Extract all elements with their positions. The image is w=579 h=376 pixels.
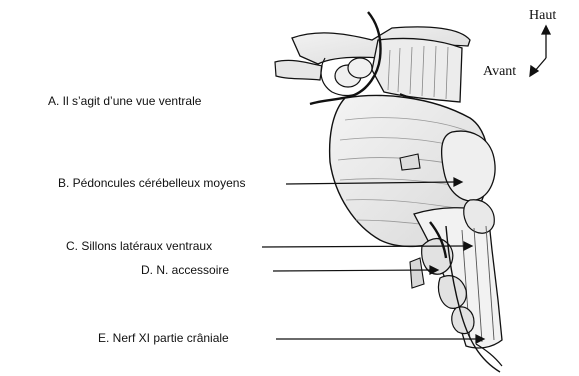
label-c: C. Sillons latéraux ventraux (66, 239, 212, 253)
orientation-up-label: Haut (529, 8, 556, 24)
label-d: D. N. accessoire (141, 263, 229, 277)
label-e: E. Nerf XI partie crâniale (98, 331, 229, 345)
label-a: A. Il s’agit d’une vue ventrale (48, 94, 201, 108)
vestibular-nerve-stub (410, 258, 424, 288)
cerebral-peduncle (372, 38, 462, 102)
leader-d (273, 270, 430, 271)
label-b: B. Pédoncules cérébelleux moyens (58, 176, 245, 190)
orientation-front-arrowhead (530, 66, 538, 76)
orientation-front-label: Avant (483, 64, 516, 80)
orientation-up-arrowhead (542, 26, 550, 34)
mammillary-body-2 (348, 58, 372, 78)
